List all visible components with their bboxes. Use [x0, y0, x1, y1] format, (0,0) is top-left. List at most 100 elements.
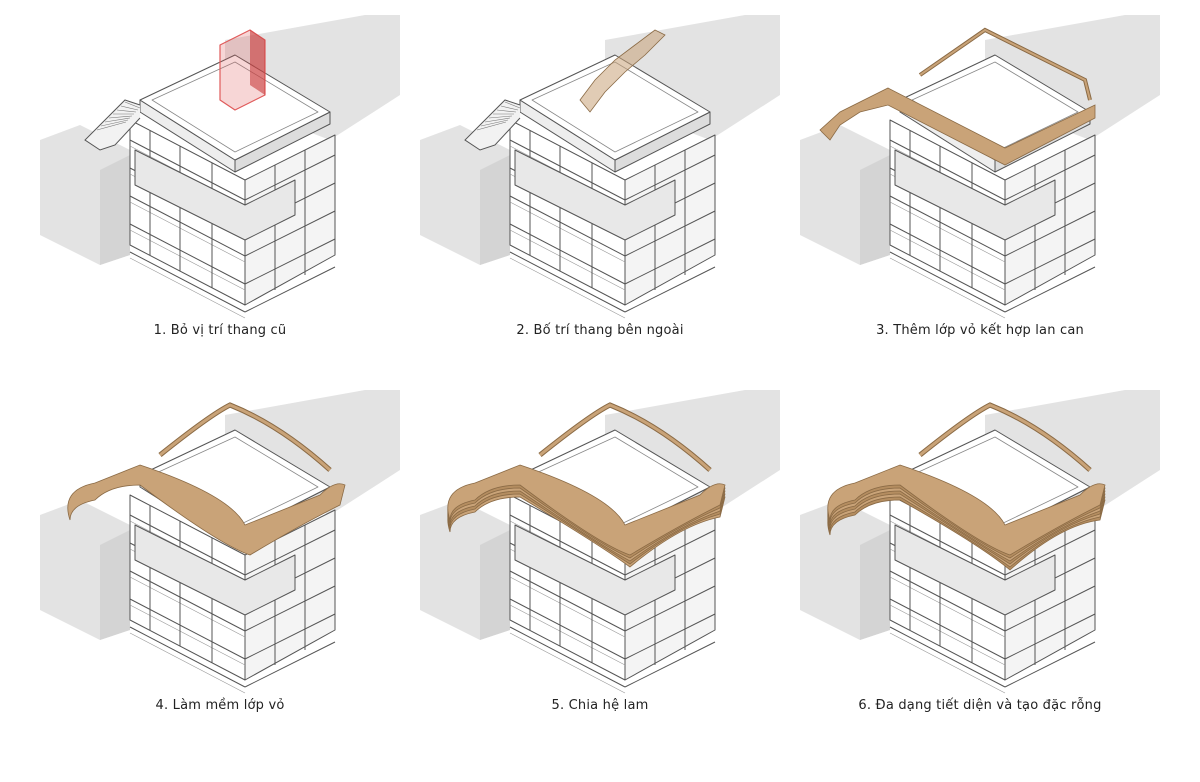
floor-line: [244, 641, 336, 688]
stair-step: [476, 121, 507, 131]
floor-line: [129, 229, 246, 291]
floor-line: [509, 570, 626, 632]
floor-line: [129, 604, 246, 666]
building-diagram-4: [40, 390, 400, 694]
floor-line: [1004, 529, 1096, 576]
floor-line: [509, 223, 626, 285]
floor-line: [509, 251, 626, 313]
external-stair: [579, 29, 666, 113]
roof-parapet: [531, 61, 699, 153]
stair-step: [108, 115, 133, 119]
floor-line: [129, 598, 246, 660]
step-2-caption: 2. Bố trí thang bên ngoài: [516, 323, 684, 338]
floor-line: [244, 266, 336, 313]
floor-line: [129, 223, 246, 285]
floor-line: [889, 626, 1006, 688]
floor-line: [244, 238, 336, 285]
facade-band: [134, 524, 296, 616]
floor-line: [624, 210, 716, 257]
floor-line: [624, 613, 716, 660]
floor-line: [624, 238, 716, 285]
building-diagram-5: [420, 390, 780, 694]
building-diagram-2: [420, 15, 780, 319]
floor-line: [244, 613, 336, 660]
shell-back-rim-face: [539, 403, 712, 472]
stair-step: [120, 105, 139, 111]
floor-line: [509, 632, 626, 694]
floor-line: [889, 251, 1006, 313]
step-1-caption: 1. Bỏ vị trí thang cũ: [153, 323, 287, 338]
floor-line: [1004, 613, 1096, 660]
step-4-caption: 4. Làm mềm lớp vỏ: [155, 698, 285, 713]
stair-step: [124, 101, 141, 109]
stair-step: [116, 109, 137, 113]
stair-step: [104, 117, 131, 123]
floor-line: [1004, 210, 1096, 257]
floor-line: [1004, 266, 1096, 313]
building-diagram-1: [40, 15, 400, 319]
staircase: [84, 99, 141, 151]
floor-line: [889, 229, 1006, 291]
floor-line: [509, 598, 626, 660]
floor-line: [129, 201, 246, 263]
shell-band: [819, 87, 1096, 166]
floor-line: [889, 195, 1006, 257]
stair-step: [504, 101, 521, 109]
floor-line: [509, 626, 626, 688]
facade-band: [894, 524, 1056, 616]
step-6-caption: 6. Đa dạng tiết diện và tạo đặc rỗng: [858, 698, 1102, 713]
shell-back-rim-face: [919, 28, 1091, 101]
shadow-block-side: [860, 155, 890, 265]
floor-line: [1004, 641, 1096, 688]
stair-step: [496, 109, 517, 113]
shadow-block-side: [480, 530, 510, 640]
facade-band: [514, 149, 676, 241]
floor-line: [889, 598, 1006, 660]
building-diagram-3: [800, 15, 1160, 319]
floor-line: [244, 585, 336, 632]
shadow-block-side: [480, 155, 510, 265]
floor-line: [509, 576, 626, 638]
floor-line: [889, 223, 1006, 285]
floor-line: [129, 139, 246, 201]
shell-back-rim-face: [919, 403, 1092, 472]
floor-line: [509, 139, 626, 201]
floor-line: [129, 257, 246, 319]
floor-line: [509, 257, 626, 319]
floor-line: [889, 604, 1006, 666]
floor-line: [129, 632, 246, 694]
facade-band: [894, 149, 1056, 241]
shadow-block-side: [100, 530, 130, 640]
stair-step: [484, 117, 511, 123]
step-5-caption: 5. Chia hệ lam: [551, 698, 649, 713]
floor-line: [129, 626, 246, 688]
building-diagram-6: [800, 390, 1160, 694]
floor-line: [509, 195, 626, 257]
floor-line: [889, 257, 1006, 319]
floor-line: [509, 514, 626, 576]
floor-line: [509, 604, 626, 666]
shell-band: [67, 464, 346, 556]
facade-band: [514, 524, 676, 616]
facade-band: [134, 149, 296, 241]
shadow-block-side: [100, 155, 130, 265]
floor-line: [244, 210, 336, 257]
floor-line: [889, 576, 1006, 638]
floor-line: [1004, 238, 1096, 285]
step-3-caption: 3. Thêm lớp vỏ kết hợp lan can: [876, 323, 1084, 338]
floor-line: [889, 139, 1006, 201]
old-stair-highlight-side: [250, 30, 265, 95]
floor-line: [1004, 154, 1096, 201]
stair-step: [500, 105, 519, 111]
floor-line: [129, 576, 246, 638]
shell-band: [447, 464, 726, 556]
staircase: [464, 99, 521, 151]
stair-step: [100, 119, 129, 127]
floor-line: [129, 570, 246, 632]
floor-line: [624, 266, 716, 313]
stair-step: [480, 119, 509, 127]
floor-line: [889, 632, 1006, 694]
floor-line: [889, 201, 1006, 263]
stair-step: [488, 115, 513, 119]
